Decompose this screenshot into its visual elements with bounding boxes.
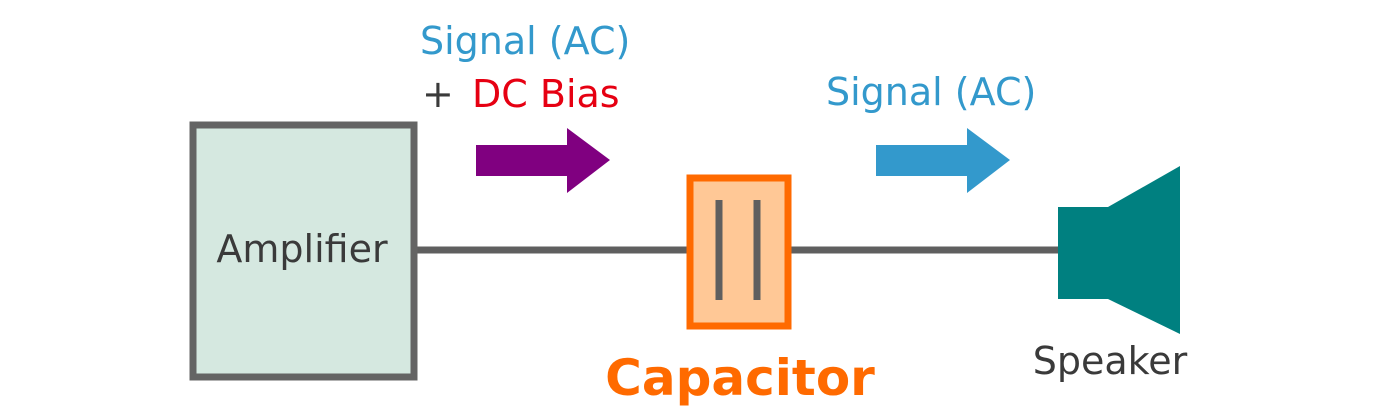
signal-ac-label-right: Signal (AC) [826, 70, 1036, 114]
signal-arrow [876, 128, 1010, 193]
dc-bias-label: DC Bias [472, 72, 620, 116]
capacitor-label: Capacitor [605, 349, 875, 407]
speaker-icon [1058, 166, 1180, 334]
signal-dc-arrow [476, 128, 610, 193]
amplifier-label: Amplifier [216, 227, 388, 271]
plus-sign: + [422, 72, 454, 116]
signal-ac-label-left: Signal (AC) [420, 19, 630, 63]
amplifier-block [189, 121, 418, 381]
capacitor-body [686, 174, 792, 330]
speaker-label: Speaker [1033, 339, 1188, 383]
